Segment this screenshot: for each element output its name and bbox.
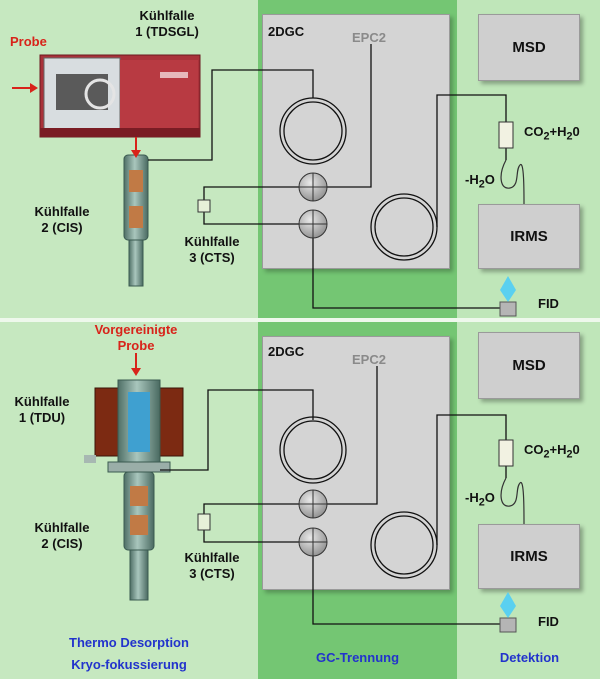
cts-trap-bottom [197,513,211,531]
gc-oven-box-top [262,14,450,269]
irms-label-top: IRMS [510,228,548,245]
h-text-top: +H [549,124,567,139]
second-column-inner-bottom [374,515,434,575]
fid-detector-bottom [499,592,517,633]
minus-h2-sub-top: 2 [478,178,485,191]
cis-trap-top [123,154,149,287]
trap1-label-top-line1: Kühlfalle [139,8,195,23]
second-column-inner-top [374,197,434,257]
detection-caption: Detektion [499,650,560,665]
msd-label-bottom: MSD [512,357,546,374]
first-column-top [279,97,347,165]
cts-trap-top [197,199,211,213]
modulator-valve-1-bottom [298,489,328,519]
irms-box-bottom: IRMS [478,524,580,589]
irms-box-top: IRMS [478,204,580,269]
h2-sub-top: 2 [566,130,573,143]
tdsgl-instrument [39,54,201,138]
trap2-label-bottom-line2: 2 (CIS) [41,536,83,551]
trap3-label-bottom: Kühlfalle 3 (CTS) [170,550,254,582]
trap3-label-bottom-line1: Kühlfalle [184,550,240,565]
o-text-top: 0 [572,124,580,139]
combustion-reactor-top [498,121,514,149]
first-column-bottom [279,416,347,484]
fid-label-bottom: FID [538,614,559,629]
panel-separator [0,318,600,322]
fid-label-top: FID [538,296,559,311]
thermo-desorption-caption: Thermo Desorption Kryo-fokussierung [14,632,244,676]
trap3-label-top-line2: 3 (CTS) [189,250,235,265]
msd-box-top: MSD [478,14,580,81]
probe-label-bottom-line2: Probe [117,338,155,353]
msd-label-top: MSD [512,39,546,56]
h-text-bottom: +H [549,442,567,457]
fid-detector-top [499,276,517,317]
co2-text-bottom: CO [524,442,544,457]
probe-label-bottom: Vorgereinigte Probe [76,322,196,354]
trap1-label-top-line2: 1 (TDSGL) [135,24,199,39]
modulator-valve-2-top [298,209,328,239]
h2-sub-bottom: 2 [566,448,573,461]
gc-label-top: 2DGC [268,24,305,39]
probe-label-bottom-line1: Vorgereinigte [94,322,178,337]
co2-h2o-label-top: CO2+H20 [524,124,580,145]
minus-h2o-label-top: -H2O [465,172,495,193]
minus-h2-sub-bottom: 2 [478,496,485,509]
o-text-bottom: 0 [572,442,580,457]
trap1-label-bottom-line1: Kühlfalle [14,394,70,409]
co2-text-top: CO [524,124,544,139]
gc-label-bottom: 2DGC [268,344,305,359]
minus-h2o-label-bottom: -H2O [465,490,495,511]
trap2-label-top: Kühlfalle 2 (CIS) [22,204,102,236]
trap2-label-bottom: Kühlfalle 2 (CIS) [22,520,102,552]
thermo-desorption-caption-line2: Kryo-fokussierung [71,657,187,672]
epc-label-bottom: EPC2 [352,352,386,367]
capillary-lines-top [148,44,507,309]
probe-arrowhead-top [30,83,38,93]
water-trap-coil-top [500,159,525,205]
capillary-lines-bottom [160,366,507,625]
epc-label-top: EPC2 [352,30,386,45]
gc-oven-box-bottom [262,336,450,590]
combustion-reactor-bottom [498,439,514,467]
trap1-label-top: Kühlfalle 1 (TDSGL) [112,8,222,40]
trap2-label-top-line1: Kühlfalle [34,204,90,219]
trap3-label-top: Kühlfalle 3 (CTS) [170,234,254,266]
probe-arrowhead-bottom [131,368,141,376]
trap3-label-bottom-line2: 3 (CTS) [189,566,235,581]
co2-sub-top: 2 [543,130,550,143]
water-trap-coil-bottom [500,477,525,525]
trap1-label-bottom: Kühlfalle 1 (TDU) [2,394,82,426]
modulator-valve-1-top [298,172,328,202]
thermo-desorption-caption-line1: Thermo Desorption [69,635,189,650]
minus-o-text-top: O [484,172,495,187]
probe-label-top: Probe [10,34,47,49]
msd-box-bottom: MSD [478,332,580,399]
trap2-label-top-line2: 2 (CIS) [41,220,83,235]
first-column-inner-top [283,101,343,161]
trap2-label-bottom-line1: Kühlfalle [34,520,90,535]
minus-h-text-top: -H [465,172,479,187]
tdu-instrument [84,379,184,601]
modulator-valve-2-bottom [298,527,328,557]
second-column-bottom [370,511,438,579]
transfer-arrowhead-top [131,150,141,158]
co2-sub-bottom: 2 [543,448,550,461]
minus-h-text-bottom: -H [465,490,479,505]
minus-o-text-bottom: O [484,490,495,505]
gc-separation-caption: GC-Trennung [315,650,400,665]
irms-label-bottom: IRMS [510,548,548,565]
co2-h2o-label-bottom: CO2+H20 [524,442,580,463]
trap3-label-top-line1: Kühlfalle [184,234,240,249]
trap1-label-bottom-line2: 1 (TDU) [18,410,66,425]
first-column-inner-bottom [283,420,343,480]
second-column-top [370,193,438,261]
